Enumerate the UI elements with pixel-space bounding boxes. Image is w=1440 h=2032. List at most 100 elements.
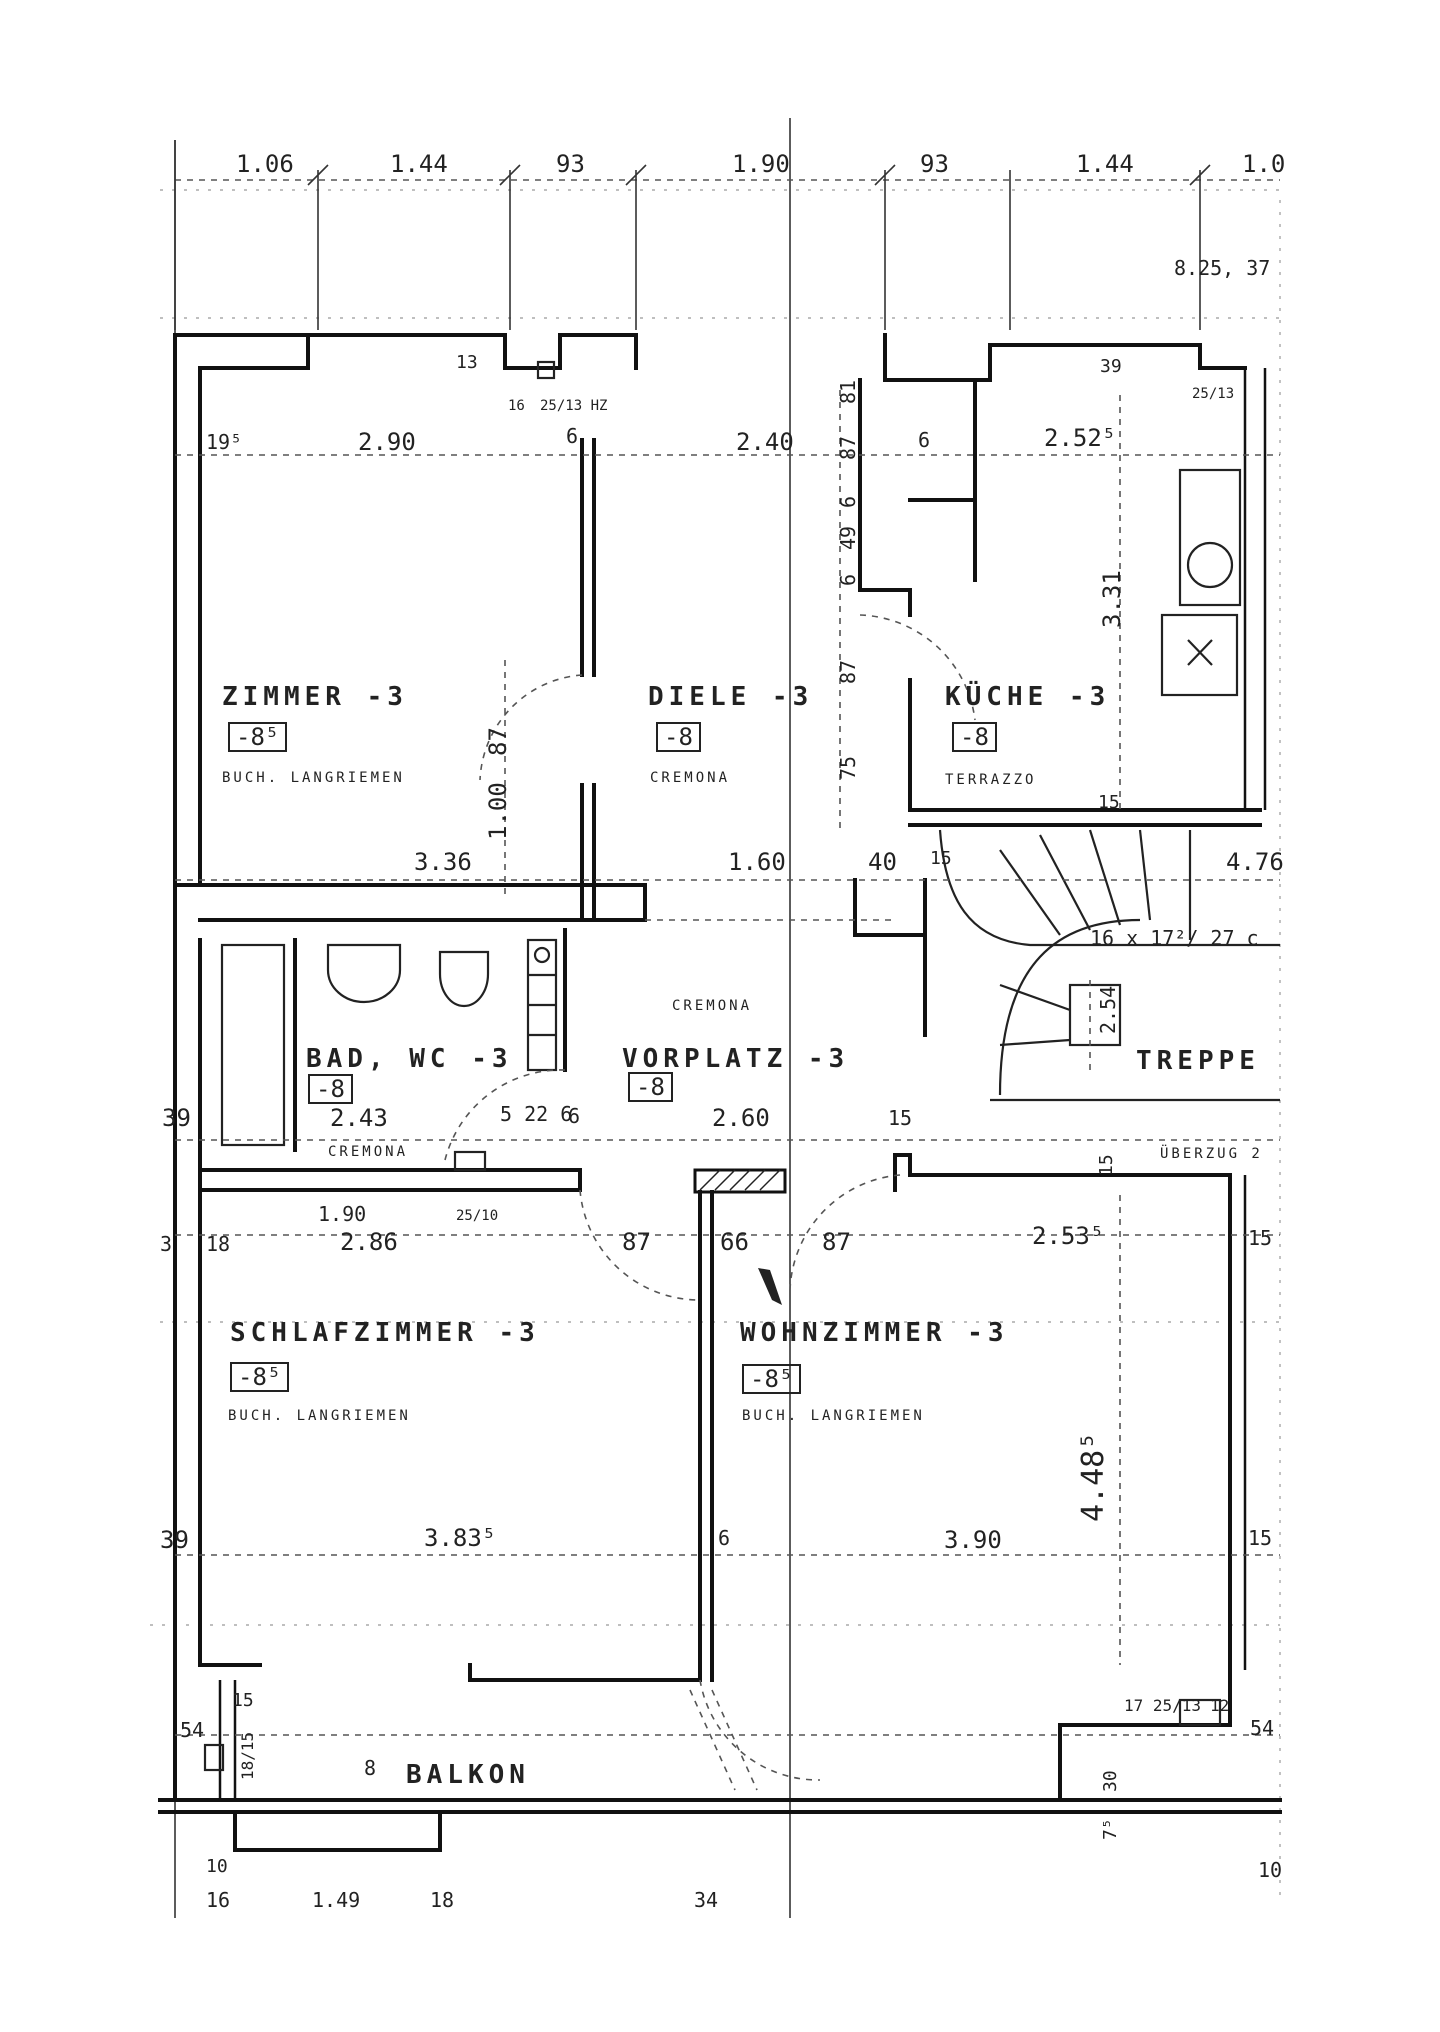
wohn-chimney-icon — [1178, 1698, 1222, 1727]
dim-wall-15-e: 15 — [232, 1690, 254, 1711]
dim-kitchen-87b: 87 — [836, 659, 860, 684]
dim-wall-6-b: 6 — [918, 428, 931, 452]
inner-dimension-lines — [175, 390, 1280, 1736]
dim-chimney-right: 25/13 — [1192, 386, 1235, 402]
kitchen-sink-icon — [1178, 468, 1242, 607]
dim-top-6: 1.44 — [1076, 150, 1134, 178]
room-bad-floor: CREMONA — [328, 1144, 409, 1160]
room-zimmer-level: -8⁵ — [228, 722, 288, 752]
dim-kitchen-81: 81 — [836, 379, 860, 404]
door-swings — [444, 614, 976, 1791]
balcony-post-icon — [203, 1743, 225, 1772]
dim-bottom-left: 10 — [206, 1856, 228, 1877]
dim-schlaf-top-b: 2.86 — [340, 1228, 398, 1256]
dim-balcony-30: 30 — [1100, 1770, 1121, 1792]
staircase — [938, 829, 1280, 1102]
dim-kueche-width: 2.52⁵ — [1044, 424, 1117, 452]
stove-icon — [1160, 613, 1239, 697]
room-wohnzimmer-level: -8⁵ — [742, 1364, 802, 1394]
dim-kitchen-87: 87 — [836, 435, 860, 460]
dim-bad-small: 5 22 6 — [500, 1102, 573, 1126]
ueberzug-label: ÜBERZUG 2 — [1160, 1146, 1263, 1162]
dim-vorplatz-width: 2.60 — [712, 1104, 770, 1132]
dim-door-b: 66 — [720, 1228, 749, 1256]
dim-kitchen-49: 49 — [836, 525, 860, 550]
dim-door-zimmer-b: 1.00 — [484, 782, 512, 840]
dim-wall-15-a: 15 — [1098, 792, 1120, 813]
dim-col-39: 39 — [1100, 356, 1122, 377]
dim-door-zimmer: 87 — [484, 727, 512, 756]
fixtures — [203, 360, 1242, 1772]
dim-right-15-a: 15 — [1248, 1226, 1273, 1250]
dim-zimmer-bottom: 3.36 — [414, 848, 472, 876]
room-diele-floor: CREMONA — [650, 770, 731, 786]
dim-balcony-8: 8 — [364, 1756, 377, 1780]
dim-schlaf-width: 3.83⁵ — [424, 1524, 497, 1552]
dim-kitchen-75: 75 — [836, 755, 860, 780]
dim-wall-6-c: 6 — [718, 1526, 731, 1550]
dim-schlaf-top-a: 1.90 — [318, 1202, 367, 1226]
dim-left-54: 54 — [180, 1718, 205, 1742]
dim-bottom-1: 16 — [206, 1888, 231, 1912]
room-schlafzimmer-floor: BUCH. LANGRIEMEN — [228, 1408, 411, 1424]
dim-bottom-right: 10 — [1258, 1858, 1283, 1882]
dim-wall-15-c: 15 — [888, 1106, 913, 1130]
dim-top-4: 1.90 — [732, 150, 790, 178]
dim-chimney: 25/13 HZ — [540, 398, 608, 414]
dim-balcony-15: 18/15 — [238, 1731, 257, 1780]
dim-stair-254: 2.54 — [1096, 985, 1120, 1034]
room-kueche-floor: TERRAZZO — [945, 772, 1037, 788]
walls — [158, 333, 1282, 1852]
dim-kitchen-6b: 6 — [836, 573, 860, 586]
chimney-icon — [536, 360, 556, 380]
toilet-icon — [438, 950, 490, 1008]
dim-left-e: 18 — [206, 1232, 231, 1256]
dim-top-right: 8.25, 37 — [1174, 256, 1271, 280]
dim-schlaf-chimney: 25/10 — [456, 1208, 499, 1224]
dim-wall-6-a: 6 — [566, 424, 579, 448]
dim-wohn-width: 2.53⁵ — [1032, 1222, 1105, 1250]
room-diele-name: DIELE -3 — [648, 682, 814, 712]
dim-right-54: 54 — [1250, 1716, 1275, 1740]
dim-wohn-height: 4.48⁵ — [1076, 1431, 1111, 1522]
room-vorplatz-name: VORPLATZ -3 — [622, 1044, 850, 1074]
dim-col-13: 13 — [456, 352, 478, 373]
dim-left-a: 19⁵ — [206, 430, 243, 454]
dim-chimney-nums: 16 — [508, 398, 525, 414]
dim-kitchen-6a: 6 — [836, 495, 860, 508]
dim-stair-width: 4.76 — [1226, 848, 1284, 876]
bad-chimney-icon — [453, 1150, 487, 1172]
room-balkon-name: BALKON — [406, 1760, 530, 1790]
room-vorplatz-level: -8 — [628, 1072, 673, 1102]
dim-left-b: 39 — [162, 1104, 191, 1132]
dim-kueche-height: 3.31 — [1098, 570, 1126, 628]
room-wohnzimmer-floor: BUCH. LANGRIEMEN — [742, 1408, 925, 1424]
dim-wall-15-d: 15 — [1096, 1154, 1117, 1176]
dim-top-3: 93 — [556, 150, 585, 178]
dim-wall-15-b: 15 — [930, 848, 952, 869]
dim-diele-width: 2.40 — [736, 428, 794, 456]
dim-top-7: 1.0 — [1242, 150, 1286, 178]
room-diele-level: -8 — [656, 722, 701, 752]
dim-door-a: 87 — [622, 1228, 651, 1256]
room-bad-name: BAD, WC -3 — [306, 1044, 513, 1074]
bathtub-icon — [220, 943, 286, 1147]
dim-bottom-2: 1.49 — [312, 1888, 361, 1912]
dim-balcony-right: 17 25/13 — [1124, 1696, 1202, 1715]
room-vorplatz-floor: CREMONA — [672, 998, 753, 1014]
lintel-hatch — [699, 1169, 781, 1191]
room-bad-level: -8 — [308, 1074, 353, 1104]
room-schlafzimmer-level: -8⁵ — [230, 1362, 290, 1392]
washbasin-icon — [326, 943, 402, 1004]
dim-diele-bottom: 1.60 — [728, 848, 786, 876]
dim-top-1: 1.06 — [236, 150, 294, 178]
top-dimension-chain — [174, 140, 1280, 330]
dim-wall-6-d: 6 — [568, 1104, 581, 1128]
dim-door-c: 87 — [822, 1228, 851, 1256]
dim-zimmer-width: 2.90 — [358, 428, 416, 456]
dim-left-c: 39 — [160, 1526, 189, 1554]
dim-pillar: 40 — [868, 848, 897, 876]
room-kueche-name: KÜCHE -3 — [945, 682, 1111, 712]
